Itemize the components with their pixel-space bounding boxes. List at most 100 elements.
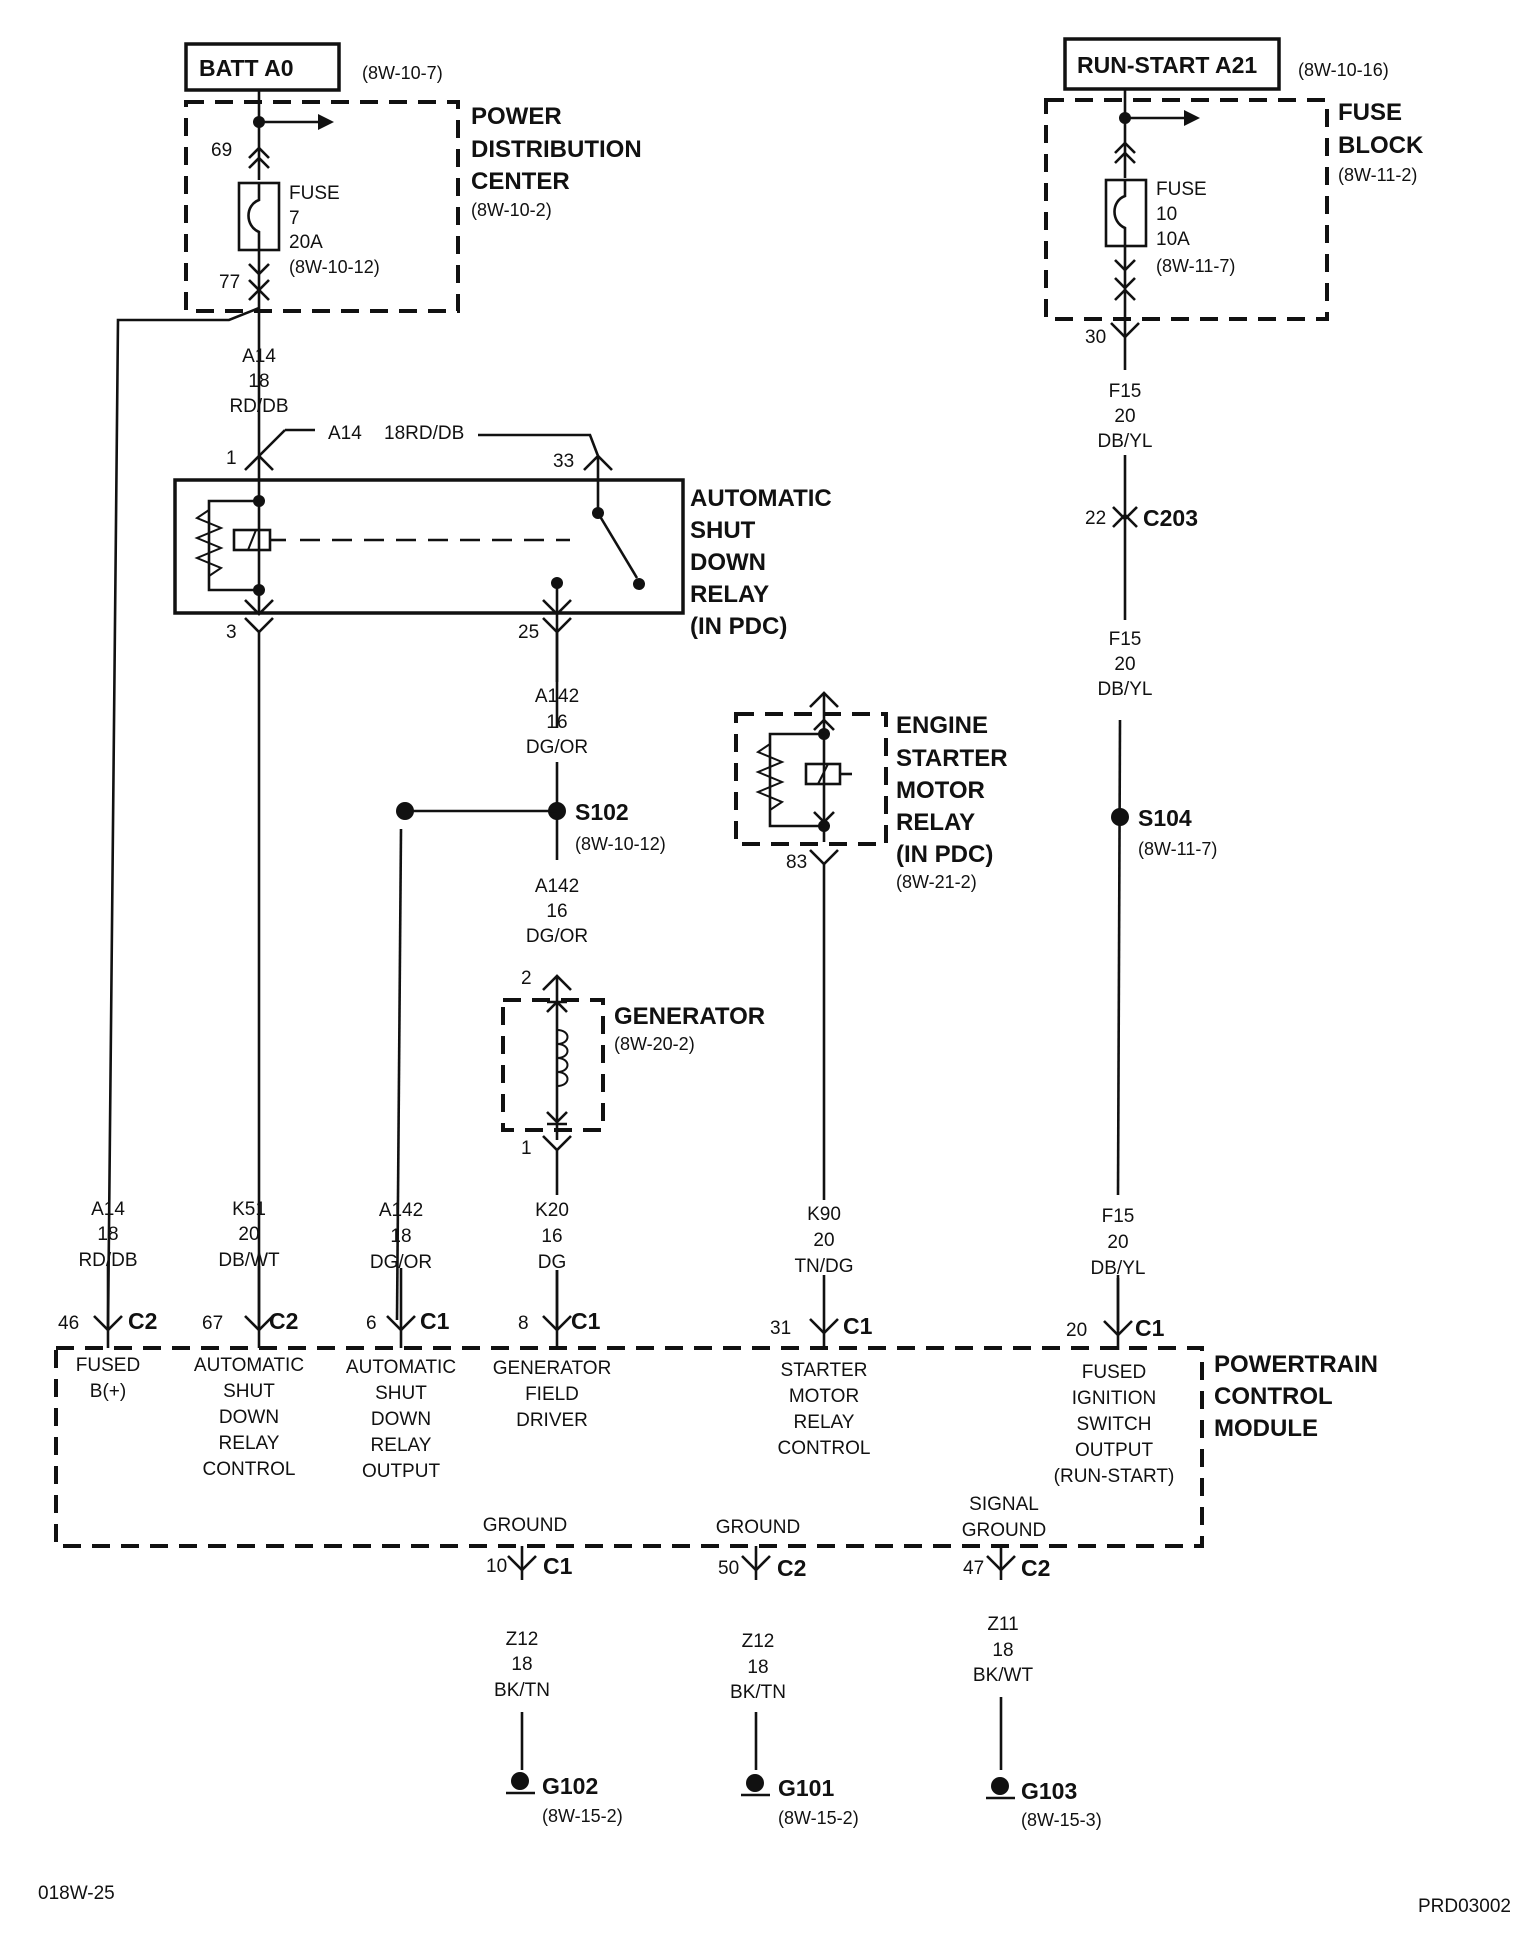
asd-pin-1: 1 [226,448,237,469]
asd-pin-33: 33 [553,451,574,472]
generator-ref: (8W-20-2) [614,1034,695,1054]
a142-pcm-color: DG/OR [370,1252,432,1273]
f15-top-gauge: 20 [1114,406,1135,427]
asd-jumper-circuit: A14 [328,423,362,444]
esm-title-1: ENGINE [896,712,988,739]
svg-text:C1: C1 [420,1308,450,1334]
fuse-10-ref: (8W-11-7) [1156,256,1235,276]
z12b-circuit: Z12 [742,1631,775,1652]
pcm-ground-pin-10: 10 C1 [486,1546,573,1580]
f15-pcm-gauge: 20 [1107,1232,1128,1253]
a142-mid-gauge: 16 [546,901,567,922]
asd-title-3: DOWN [690,549,766,576]
svg-text:20: 20 [1066,1320,1087,1341]
a142-mid-circuit: A142 [535,876,579,897]
ground-point-g103: G103 (8W-15-3) [986,1777,1102,1830]
generator-box [501,998,605,1132]
pdc-title-2: DISTRIBUTION [471,136,642,163]
svg-text:67: 67 [202,1313,223,1334]
k20-color: DG [538,1252,567,1273]
k90-circuit: K90 [807,1204,841,1225]
z12b-gauge: 18 [747,1657,768,1678]
power-distribution-center-box [184,100,460,313]
a14-top-circuit: A14 [242,346,276,367]
svg-text:AUTOMATIC: AUTOMATIC [346,1357,456,1378]
fuse-7-label: FUSE [289,183,340,204]
f15-top-circuit: F15 [1109,381,1142,402]
k90-gauge: 20 [813,1230,834,1251]
fuse-10-number: 10 [1156,204,1177,225]
ground-point-g101: G101 (8W-15-2) [741,1774,859,1828]
svg-text:RELAY: RELAY [794,1412,855,1433]
a142-top-color: DG/OR [526,737,588,758]
esm-pin-83: 83 [786,852,807,873]
esm-title-4: RELAY [896,809,975,836]
z12b-color: BK/TN [730,1682,786,1703]
k51-gauge: 20 [238,1224,259,1245]
svg-text:GROUND: GROUND [716,1517,800,1538]
s102-label: S102 [575,799,629,825]
asd-title-2: SHUT [690,517,756,544]
fuse-7-number: 7 [289,208,300,229]
f15-top-color: DB/YL [1098,431,1153,452]
fuse-block-title-2: BLOCK [1338,132,1424,159]
svg-text:GROUND: GROUND [962,1520,1046,1541]
asd-pin-3: 3 [226,622,237,643]
pdc-title-1: POWER [471,103,562,130]
svg-text:C1: C1 [571,1308,601,1334]
esm-title-2: STARTER [896,745,1008,772]
f15-mid-circuit: F15 [1109,629,1142,650]
svg-text:SWITCH: SWITCH [1077,1414,1152,1435]
pcm-label-fused-ignition-switch-output: FUSED IGNITION SWITCH OUTPUT (RUN-START) [1054,1362,1175,1487]
pdc-pin-77: 77 [219,272,240,293]
pcm-label-ground-2: GROUND [716,1517,800,1538]
generator-pin-1: 1 [521,1138,532,1159]
k51-circuit: K51 [232,1199,266,1220]
asd-title-4: RELAY [690,581,769,608]
svg-text:DOWN: DOWN [219,1407,279,1428]
engine-starter-motor-relay-box [734,712,888,846]
generator-pin-2: 2 [521,968,532,989]
svg-text:SHUT: SHUT [223,1381,275,1402]
svg-text:OUTPUT: OUTPUT [362,1461,441,1482]
asd-jumper-wire: 18RD/DB [384,423,464,444]
pcm-title-3: MODULE [1214,1415,1318,1442]
pcm-ground-pin-47: 47 C2 [963,1546,1050,1581]
asd-pin-25: 25 [518,622,539,643]
generator-title: GENERATOR [614,1003,765,1030]
svg-text:MOTOR: MOTOR [789,1386,859,1407]
svg-text:C2: C2 [1021,1555,1050,1581]
pcm-title-2: CONTROL [1214,1383,1333,1410]
s104-label: S104 [1138,805,1192,831]
pcm-pin-6: 6 C1 [366,1268,450,1348]
c203-label: C203 [1143,505,1198,531]
s104-splice-dot [1111,808,1129,826]
svg-text:10: 10 [486,1556,507,1577]
svg-text:8: 8 [518,1313,529,1334]
svg-text:RELAY: RELAY [371,1435,432,1456]
svg-text:B(+): B(+) [90,1381,126,1402]
pcm-title-1: POWERTRAIN [1214,1351,1378,1378]
asd-relay-box [173,478,685,615]
k20-circuit: K20 [535,1200,569,1221]
fuse-7-rating: 20A [289,232,323,253]
a14-pcm-color: RD/DB [78,1250,137,1271]
svg-text:(8W-15-2): (8W-15-2) [542,1806,623,1826]
a14-pcm-circuit: A14 [91,1199,125,1220]
fuse-block-pin-30: 30 [1085,327,1106,348]
run-start-a21-label: RUN-START A21 [1077,52,1257,78]
svg-text:SIGNAL: SIGNAL [969,1494,1039,1515]
svg-text:STARTER: STARTER [781,1360,868,1381]
a142-pcm-gauge: 18 [390,1226,411,1247]
footer-right-code: PRD03002 [1418,1896,1511,1917]
z11-circuit: Z11 [987,1614,1018,1635]
k20-gauge: 16 [541,1226,562,1247]
a142-pcm-circuit: A142 [379,1200,423,1221]
pcm-label-signal-ground: SIGNAL GROUND [962,1494,1046,1541]
svg-text:CONTROL: CONTROL [203,1459,296,1480]
batt-a0-box [184,42,341,92]
batt-a0-ref: (8W-10-7) [362,63,443,83]
pcm-label-ground-1: GROUND [483,1515,567,1536]
fuse-10-rating: 10A [1156,229,1190,250]
